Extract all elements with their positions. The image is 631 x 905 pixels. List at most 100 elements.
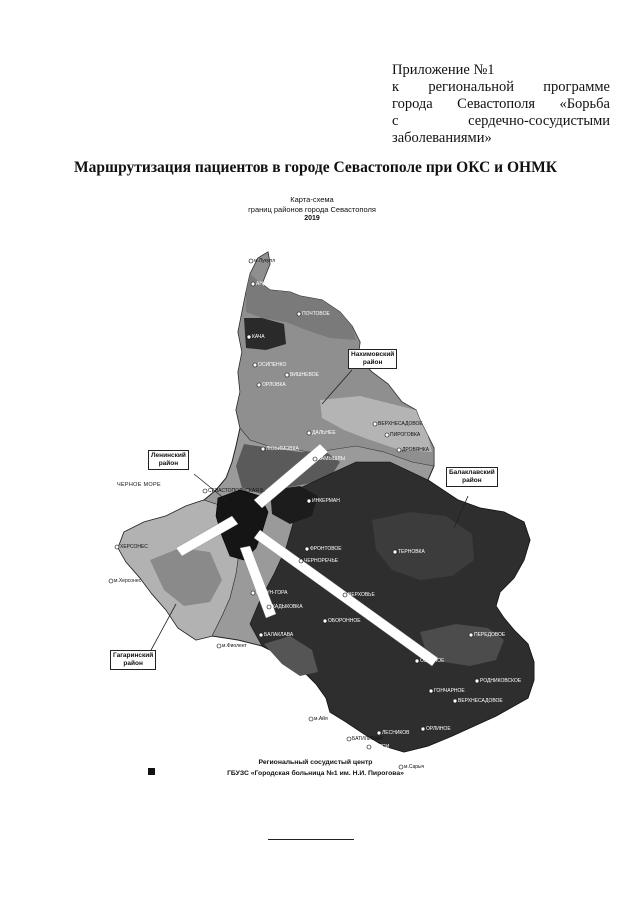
settlement-dot [298, 558, 304, 564]
place-label: м.Херсонес [114, 578, 142, 584]
balaklavsky-valley-light [420, 624, 504, 666]
balaklavsky-pointer [453, 495, 469, 529]
settlement-dot [366, 744, 372, 750]
settlement-dot [312, 456, 318, 462]
place-label: БАТИЛИМАН [352, 736, 383, 742]
place-label: ОСИПЕНКО [258, 362, 287, 368]
settlement-dot [252, 362, 258, 368]
place-label: ИНКЕРМАН [312, 498, 340, 504]
settlement-dot [250, 590, 256, 596]
place-label: ХЕРСОНЕС [120, 544, 148, 550]
settlement-dot [266, 604, 272, 610]
settlement-dot [384, 432, 390, 438]
place-label: ОРЛИНОЕ [426, 726, 451, 732]
settlement-dot [322, 618, 328, 624]
place-label: ДАЛЬНЕЕ [312, 430, 336, 436]
legend-line-2: ГБУЗС «Городская больница №1 им. Н.И. Пи… [227, 770, 404, 777]
place-label: ВЕРХОВЬЕ [348, 592, 375, 598]
settlement-dot [428, 688, 434, 694]
place-label: ТЕРНОВКА [398, 549, 425, 555]
place-label: ГОНЧАРНОЕ [434, 688, 465, 694]
settlement-dot [474, 678, 480, 684]
place-label: ЛАСПИ [372, 744, 390, 750]
settlement-dot [372, 421, 378, 427]
settlement-dot [306, 430, 312, 436]
settlement-dot [246, 334, 252, 340]
balaklava-coast-light [264, 636, 318, 676]
place-label: КАЧА [252, 334, 265, 340]
place-label: СЕВАСТОПОЛЬСКАЯ Б. [208, 488, 265, 494]
settlement-dot [114, 544, 120, 550]
place-label: ПОЧТОВОЕ [302, 311, 330, 317]
place-label: РОДНИКОВСКОЕ [480, 678, 522, 684]
place-label: ОРЛОВКА [262, 382, 286, 388]
settlement-dots [108, 258, 480, 770]
inkerman-dark-area [270, 486, 318, 524]
bottom-separator [268, 839, 354, 840]
place-label: БАЛАКЛАВА [264, 632, 294, 638]
settlement-dot [396, 447, 402, 453]
gagarinsky-mid-patch [150, 548, 222, 606]
settlement-dot [392, 549, 398, 555]
callout-nakhimovsky: Нахимовский район [348, 349, 398, 369]
settlement-dot [258, 632, 264, 638]
settlement-dot [468, 632, 474, 638]
settlement-dot [284, 372, 290, 378]
settlement-dot [346, 736, 352, 742]
gagarinsky-pointer [149, 603, 177, 653]
settlement-dot [216, 643, 222, 649]
settlement-dot [376, 730, 382, 736]
settlement-dot [256, 382, 262, 388]
place-label: АНДРЕЕВКА [256, 281, 286, 287]
appendix-number: Приложение №1 [392, 62, 495, 78]
settlement-dot [452, 698, 458, 704]
place-label: ФРОНТОВОЕ [310, 546, 342, 552]
place-label: ЛЮБИМОВКА [266, 446, 299, 452]
place-label: м.Сарыч [404, 764, 425, 770]
nakhimovsky-pointer [321, 369, 353, 405]
settlement-dot [108, 578, 114, 584]
place-label: м.Айя [314, 716, 328, 722]
appendix-line-3: города Севастополя «Борьба [392, 96, 610, 112]
settlement-dot [420, 726, 426, 732]
appendix-line-2: к региональной программе [392, 79, 610, 95]
legend-hospital-marker [148, 768, 155, 775]
settlement-dot [306, 498, 312, 504]
map-year: 2019 [304, 215, 320, 222]
map-heading-line2: границ районов города Севастополя [248, 204, 376, 214]
settlement-dot [250, 281, 256, 287]
balaklavsky-mid-patch [372, 512, 474, 580]
route-ray-balaklava-south [239, 545, 277, 619]
settlement-dot [296, 311, 302, 317]
callout-balaklavsky: Балаклавский район [446, 467, 498, 487]
place-label: ПЕРЕДОВОЕ [474, 632, 506, 638]
appendix-header: Приложение №1 к региональной программе г… [392, 62, 610, 147]
place-label: ОЗЁРНОЕ [420, 658, 445, 664]
document-title: Маршрутизация пациентов в городе Севасто… [74, 159, 557, 176]
leninsky-pointer [193, 473, 227, 501]
place-label: ПИРОГОВКА [390, 432, 421, 438]
place-label: м.Фиолент [222, 643, 247, 649]
place-label: КАМЫШЛЫ [318, 456, 346, 462]
settlement-dot [248, 258, 254, 264]
place-label: ВЕРХНЕСАДОВОЕ [458, 698, 503, 704]
map-heading: Карта-схема границ районов города Севаст… [200, 195, 424, 224]
place-label: САПУН-ГОРА [256, 590, 288, 596]
place-label: ДРОВЯНКА [402, 447, 430, 453]
place-label: ЛЕСНИКОВ [382, 730, 410, 736]
callout-gagarinsky: Гагаринский район [110, 650, 157, 670]
place-label: м.Лукулл [254, 258, 276, 264]
settlement-dot [260, 446, 266, 452]
map-heading-line1: Карта-схема [290, 195, 334, 204]
appendix-line-4: с сердечно-сосудистыми [392, 113, 610, 129]
route-ray-balaklava-east [253, 529, 439, 667]
routing-rays [175, 443, 439, 667]
place-label: ОБОРОННОЕ [328, 618, 361, 624]
kacha-dark-patch [244, 318, 286, 350]
place-label: ВИШНЕВОЕ [290, 372, 319, 378]
settlement-dot [414, 658, 420, 664]
appendix-line-5: заболеваниями» [392, 130, 492, 146]
settlement-dot [398, 764, 404, 770]
route-ray-nakhimovsky [253, 443, 329, 509]
